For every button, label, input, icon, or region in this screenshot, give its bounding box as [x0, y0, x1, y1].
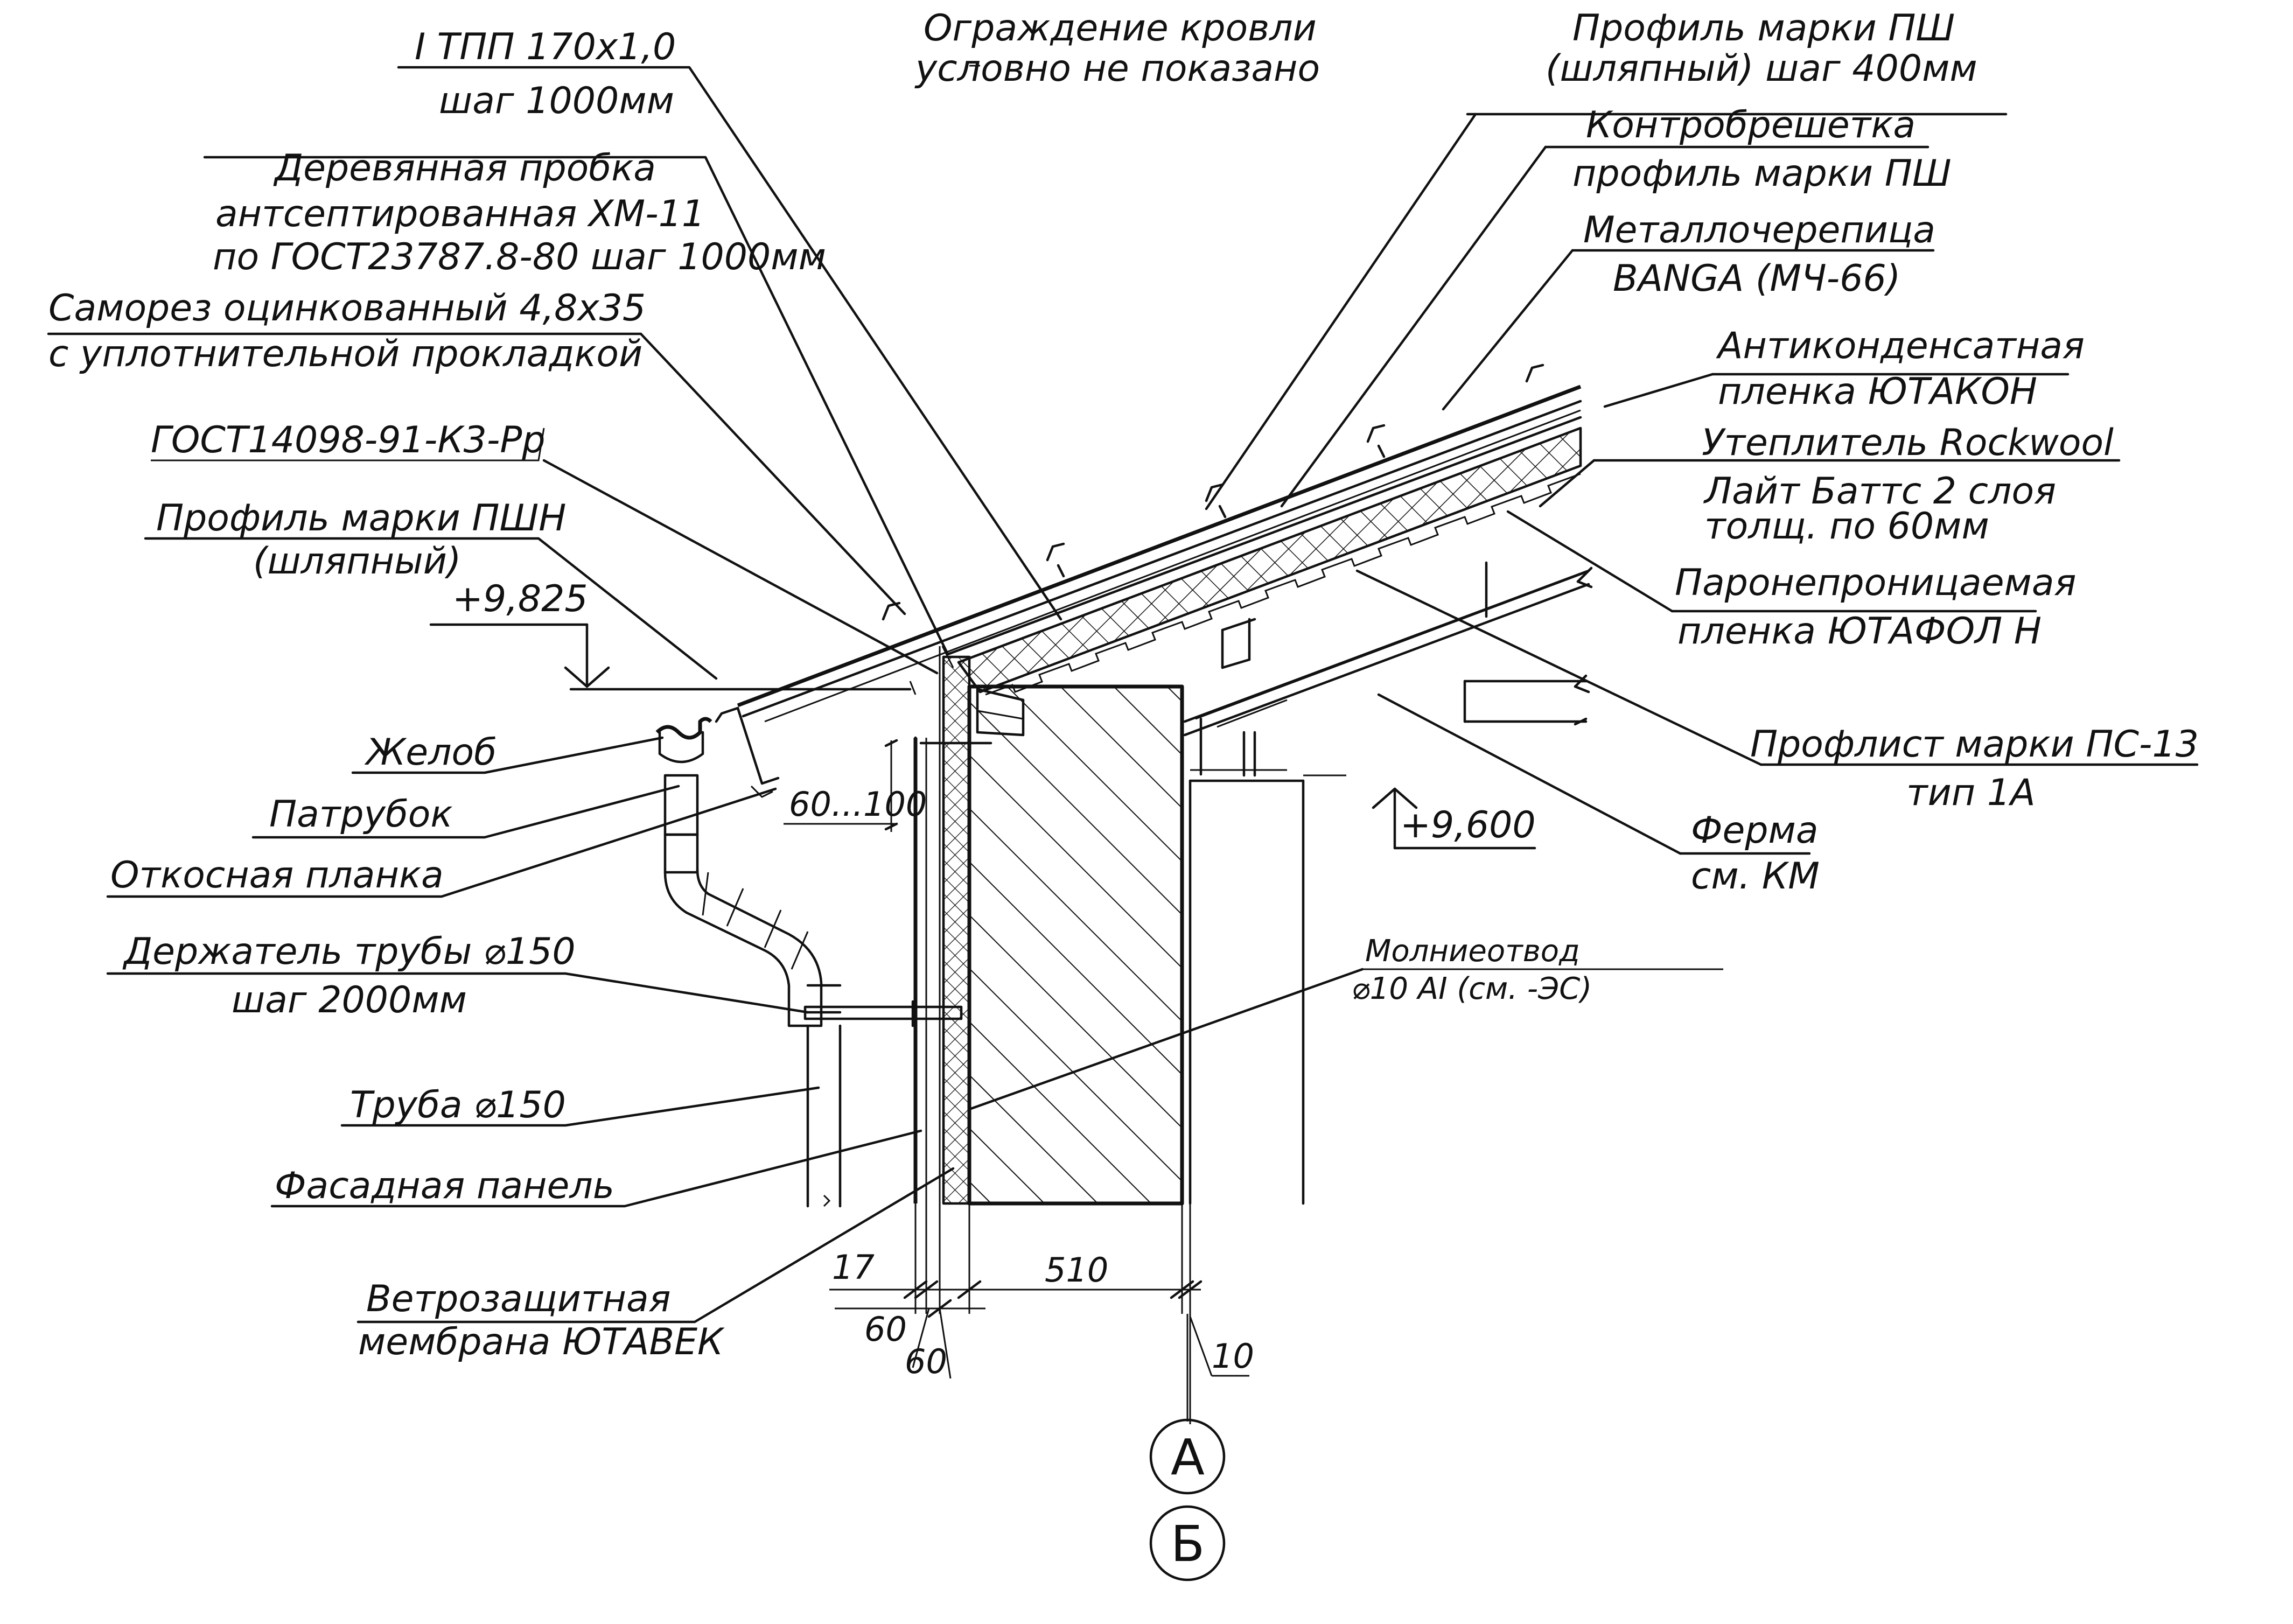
- roof-layers: [737, 384, 1582, 723]
- pipe-holder-line1: Держатель трубы ⌀150: [122, 930, 576, 973]
- tpp-step: шаг 1000мм: [439, 80, 674, 122]
- profiled-sheet: [985, 473, 1581, 696]
- wood-plug-block: [976, 688, 1025, 737]
- level-upper-text: +9,825: [452, 578, 588, 620]
- anticondensate-line2: пленка ЮТАКОН: [1718, 370, 2037, 413]
- truss: [1183, 561, 1593, 777]
- gutter-assembly: [655, 706, 780, 798]
- masonry-wall: [967, 684, 1184, 1206]
- axis-a-label: А: [1171, 1429, 1205, 1486]
- fence-note-line1: Ограждение кровли: [924, 7, 1317, 50]
- insulation-line1: Утеплитель Rockwool: [1702, 422, 2114, 464]
- dim-60b-label: 60: [905, 1342, 947, 1381]
- profsheet-line2: тип 1А: [1906, 772, 2036, 814]
- dim-60a-label: 60: [864, 1310, 907, 1349]
- profsheet-line1: Профлист марки ПС-13: [1750, 723, 2199, 766]
- gutter-label: Желоб: [364, 731, 497, 774]
- dimension-lines: [784, 739, 1249, 1424]
- leader-lines: [47, 65, 2199, 1324]
- pipe-holder-line2: шаг 2000мм: [232, 979, 467, 1021]
- metal-tile-line1: Металлочерепица: [1583, 209, 1935, 251]
- wall-insulation-layer: [942, 655, 971, 1205]
- fence-note-line2: условно не показано: [914, 47, 1320, 90]
- profile-psh-line1: Профиль марки ПШ: [1572, 7, 1955, 50]
- slope-strip-label: Откосная планка: [110, 854, 444, 897]
- level-lower-text: +9,600: [1400, 804, 1536, 846]
- pipe-holder: [803, 1000, 963, 1027]
- dim-gap-label: 60...100: [789, 785, 927, 824]
- lightning-line1: Молниеотвод: [1365, 934, 1580, 969]
- anticondensate-line1: Антиконденсатная: [1716, 325, 2085, 367]
- screw-line2: с уплотнительной прокладкой: [48, 333, 642, 375]
- tpp-title: I ТПП 170х1,0: [415, 26, 676, 68]
- dim-510-label: 510: [1045, 1250, 1108, 1290]
- profile-psh-line2: (шляпный) шаг 400мм: [1546, 47, 1977, 90]
- metal-tile-line2: BANGA (МЧ-66): [1613, 257, 1900, 300]
- roof-fasteners: [882, 363, 1544, 621]
- dim-10-label: 10: [1212, 1336, 1254, 1376]
- counter-batten-line2: профиль марки ПШ: [1572, 152, 1952, 195]
- profile-pshn-line1: Профиль марки ПШН: [156, 497, 566, 540]
- truss-line1: Ферма: [1691, 809, 1819, 852]
- windproof-line1: Ветрозащитная: [366, 1278, 671, 1320]
- level-mark-upper: [429, 623, 610, 688]
- dim-17-label: 17: [832, 1248, 875, 1287]
- downpipe: [663, 774, 842, 1208]
- wood-plug-line2: антсептированная ХМ-11: [215, 193, 705, 235]
- wood-plug-line1: Деревянная пробка: [273, 147, 656, 190]
- wood-plug-line3: по ГОСТ23787.8-80 шаг 1000мм: [213, 236, 826, 278]
- lightning-line2: ⌀10 АI (см. -ЭС): [1352, 971, 1592, 1006]
- axis-b-label: Б: [1171, 1515, 1205, 1573]
- screw-line1: Саморез оцинкованный 4,8х35: [48, 287, 646, 330]
- roof-insulation-band: [957, 426, 1582, 694]
- profile-pshn-line2: (шляпный): [253, 540, 461, 583]
- insulation-line3: толщ. по 60мм: [1704, 505, 1989, 548]
- level-mark-lower: [1303, 774, 1536, 850]
- axis-markers: [1149, 1314, 1226, 1581]
- facade-panel-line: [913, 646, 941, 1203]
- nozzle-label: Патрубок: [269, 793, 452, 836]
- lightning-rod: [914, 736, 992, 766]
- truss-line2: см. КМ: [1691, 855, 1820, 898]
- pipe-label: Труба ⌀150: [350, 1084, 566, 1126]
- column-outline: [1189, 769, 1305, 1205]
- gost-rivet-label: ГОСТ14098-91-К3-Рр: [151, 419, 546, 461]
- counter-batten-line1: Контробрешетка: [1586, 104, 1916, 146]
- insulation-line2: Лайт Баттс 2 слоя: [1703, 470, 2056, 513]
- vapor-barrier-line2: пленка ЮТАФОЛ Н: [1677, 610, 2042, 653]
- windproof-line2: мембрана ЮТАВЕК: [358, 1321, 725, 1363]
- facade-panel-label: Фасадная панель: [275, 1165, 614, 1207]
- vapor-barrier-line1: Паронепроницаемая: [1675, 562, 2076, 604]
